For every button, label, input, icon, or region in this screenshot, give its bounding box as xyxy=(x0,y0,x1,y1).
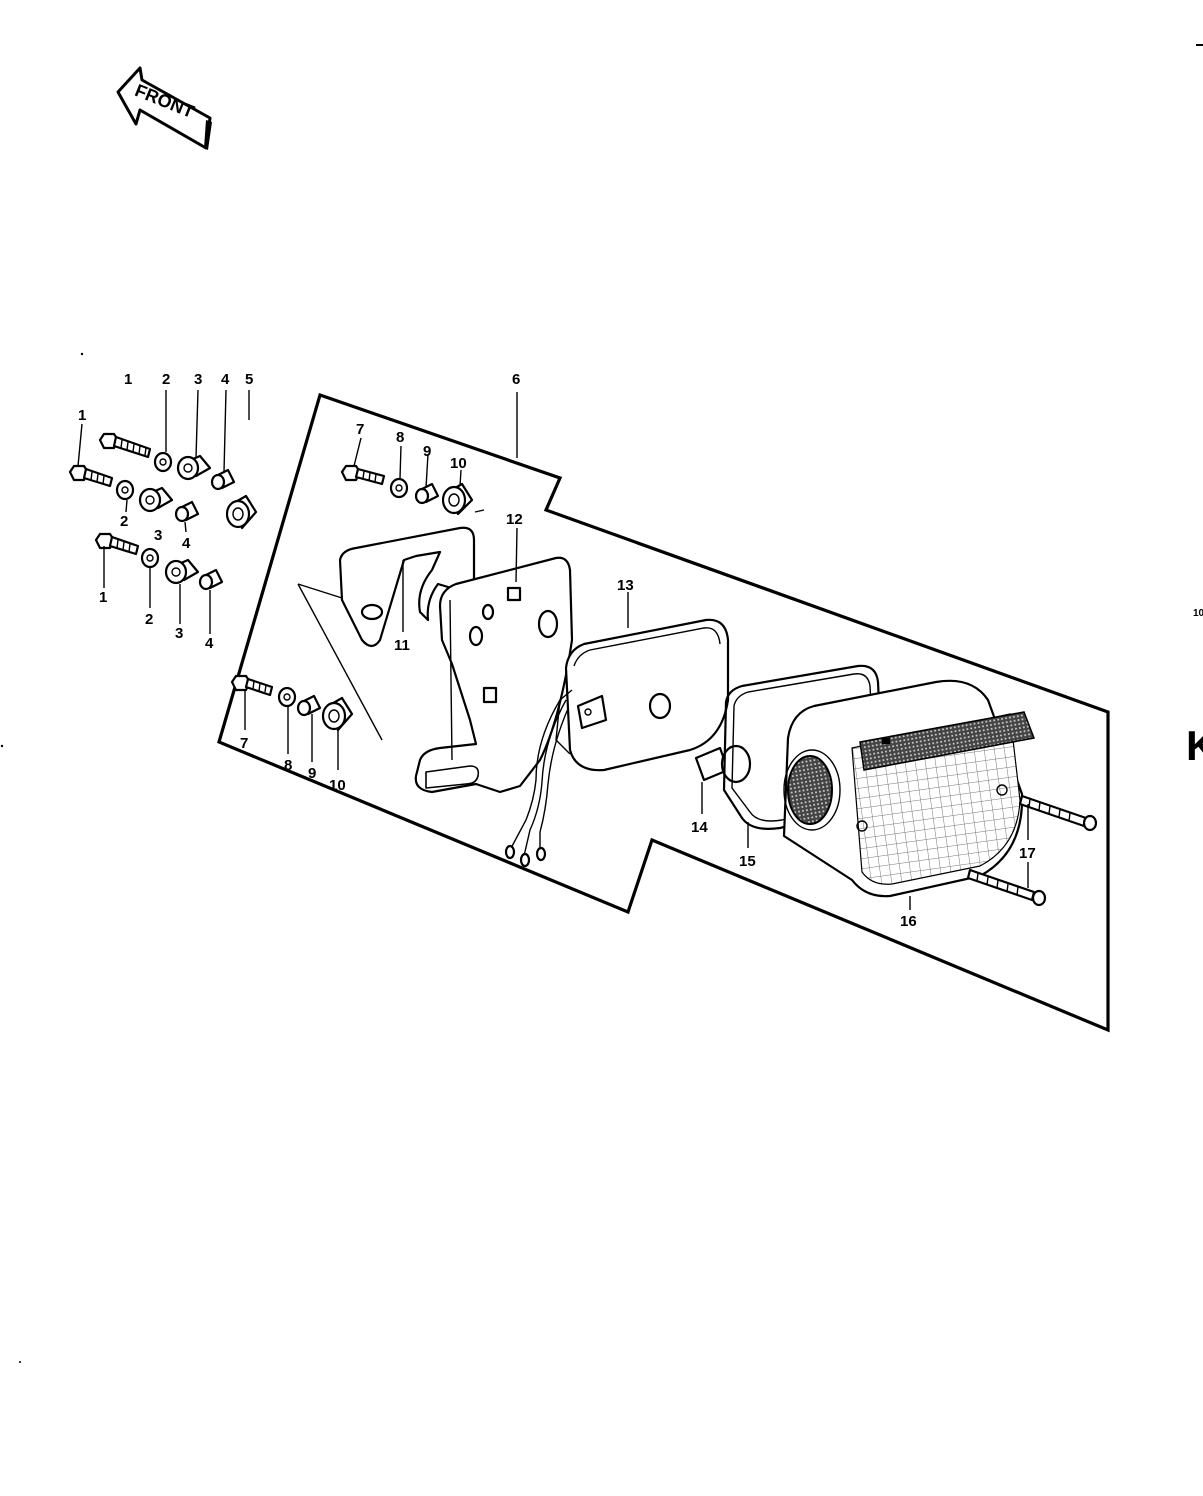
right-edge-letter: K xyxy=(1186,722,1203,769)
washer-8-upper xyxy=(389,477,409,499)
callout-14: 14 xyxy=(691,819,708,836)
callout-5: 5 xyxy=(245,371,253,388)
base-bracket-12 xyxy=(414,556,574,868)
callout-7: 7 xyxy=(240,735,248,752)
callout-8: 8 xyxy=(284,757,292,774)
mounting-bracket-11 xyxy=(297,526,476,741)
spacer-9-lower xyxy=(296,694,322,717)
callout-17: 17 xyxy=(1019,845,1036,862)
grommet-10-upper xyxy=(441,482,474,516)
bolt-1-low xyxy=(94,532,140,556)
callout-11: 11 xyxy=(394,637,410,654)
callout-9: 9 xyxy=(423,443,431,460)
callout-16: 16 xyxy=(900,913,917,930)
spacer-4-mid xyxy=(174,500,200,523)
callout-3: 3 xyxy=(175,625,183,642)
bolt-1-top xyxy=(98,432,152,459)
mounting-hardware-left xyxy=(68,432,258,591)
collar-3-low xyxy=(164,558,200,585)
callout-6: 6 xyxy=(512,371,520,388)
washer-2-mid xyxy=(115,479,135,501)
callout-1: 1 xyxy=(124,371,132,388)
right-edge-number: 10 xyxy=(1193,608,1203,619)
washer-2-low xyxy=(140,547,160,569)
callout-15: 15 xyxy=(739,853,756,870)
callout-1: 1 xyxy=(78,407,86,424)
callout-2: 2 xyxy=(162,371,170,388)
lens-16 xyxy=(782,679,1036,898)
callout-10: 10 xyxy=(329,777,346,794)
callout-8: 8 xyxy=(396,429,404,446)
grommet-5 xyxy=(225,494,258,530)
bolt-1-mid xyxy=(68,464,114,488)
lens-screws-17 xyxy=(966,794,1098,907)
assembly-outline xyxy=(217,392,1110,1033)
bolt-7-lower xyxy=(230,674,274,697)
callout-4: 4 xyxy=(205,635,214,652)
mounting-hardware-upper xyxy=(340,464,474,516)
callout-4: 4 xyxy=(182,535,191,552)
callout-labels: 1 2 3 4 5 6 1 2 3 4 1 2 3 4 7 8 9 10 12 … xyxy=(78,371,1036,930)
callout-2: 2 xyxy=(120,513,128,530)
mounting-hardware-lower xyxy=(230,674,354,732)
callout-4: 4 xyxy=(221,371,230,388)
callout-9: 9 xyxy=(308,765,316,782)
callout-1: 1 xyxy=(99,589,107,606)
callout-3: 3 xyxy=(154,527,162,544)
scan-speck xyxy=(0,744,4,748)
scan-speck xyxy=(80,352,84,356)
callout-3: 3 xyxy=(194,371,202,388)
lamp-housing-13 xyxy=(555,618,730,772)
grommet-10-lower xyxy=(321,696,354,732)
callout-2: 2 xyxy=(145,611,153,628)
scan-speck xyxy=(19,1361,21,1363)
callout-12: 12 xyxy=(506,511,523,528)
collar-3-top xyxy=(176,454,212,481)
callout-7: 7 xyxy=(356,421,364,438)
screw-17-lower xyxy=(966,868,1047,907)
washer-2-top xyxy=(153,451,173,473)
leader-lines xyxy=(77,389,1029,910)
callout-13: 13 xyxy=(617,577,634,594)
collar-3-mid xyxy=(138,486,174,513)
right-edge-mark xyxy=(1196,44,1203,46)
callout-10: 10 xyxy=(450,455,467,472)
bulb-14 xyxy=(694,744,752,784)
screw-17-upper xyxy=(1018,794,1098,832)
front-arrow-badge: FRONT xyxy=(116,66,212,150)
spacer-4-top xyxy=(210,468,236,491)
spacer-4-low xyxy=(198,568,224,591)
bolt-7-upper xyxy=(340,464,386,486)
spacer-9-upper xyxy=(414,482,440,505)
washer-8-lower xyxy=(277,686,297,708)
